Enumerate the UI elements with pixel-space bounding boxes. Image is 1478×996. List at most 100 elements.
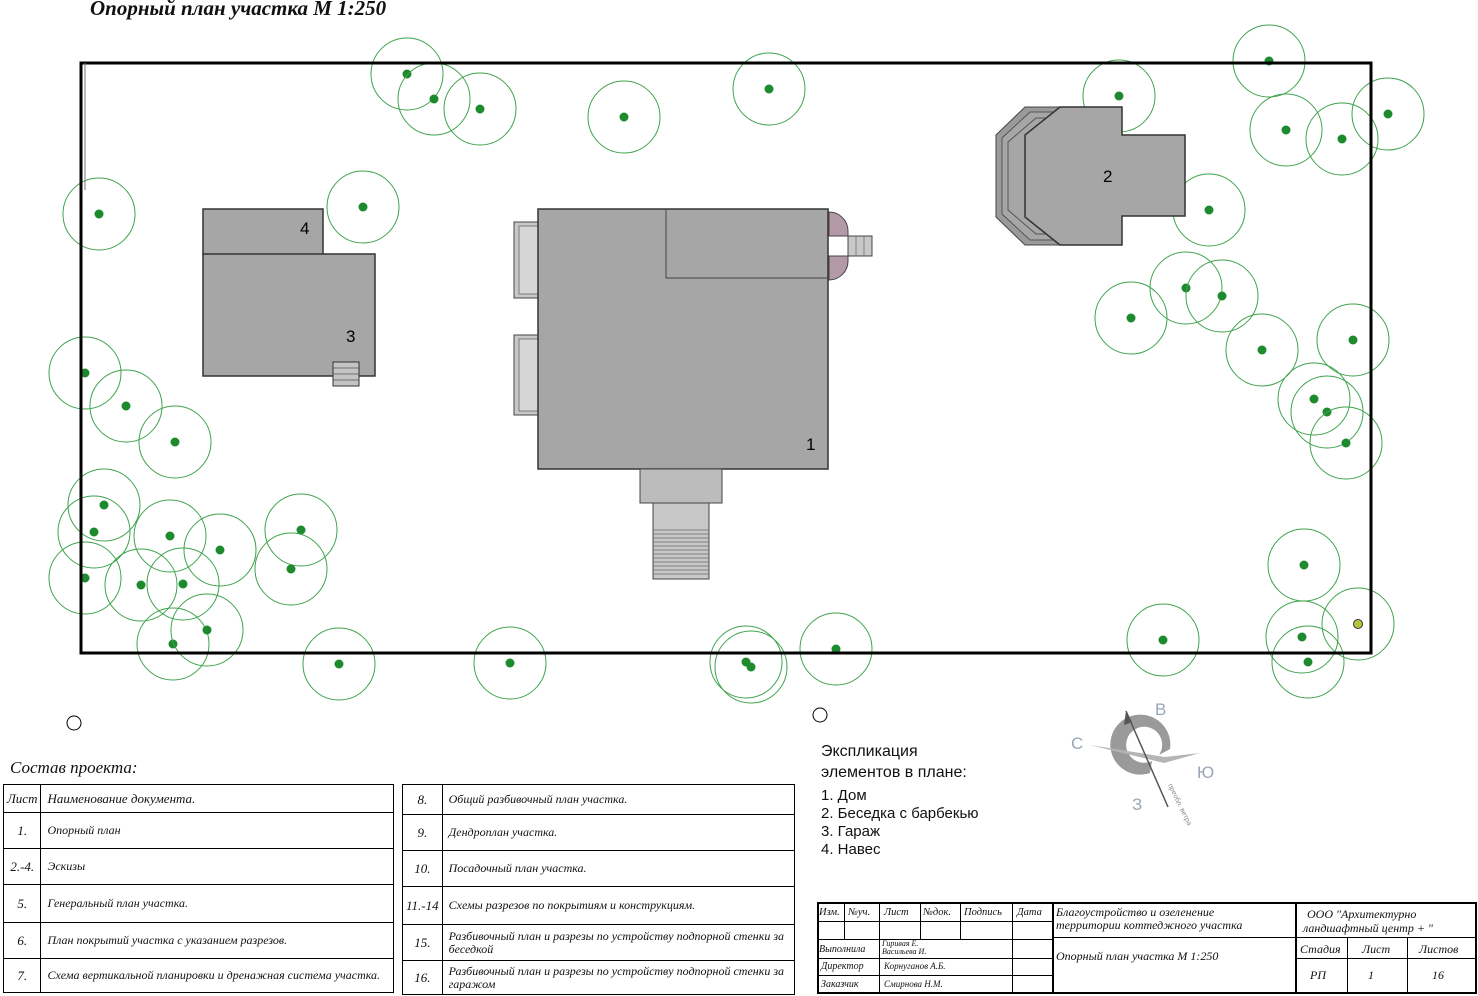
tree-crown (1232, 24, 1306, 98)
building-label-4: 4 (300, 219, 309, 238)
sheet-num: 11.-14 (402, 886, 443, 925)
sheet-name: Дендроплан участка. (441, 814, 796, 851)
stamp-head-podp: Подпись (964, 907, 1002, 918)
tree-trunk (170, 437, 180, 447)
tree-trunk (619, 112, 629, 122)
sheet-name: Разбивочный план и разрезы по устройству… (441, 960, 796, 995)
tree-crown (1290, 375, 1364, 449)
tree-crown (1309, 406, 1383, 480)
tree-crown (62, 177, 136, 251)
bay-window-1 (828, 211, 849, 237)
tree-crown (302, 627, 376, 701)
tree-trunk (89, 527, 99, 537)
tree-crown (1351, 77, 1425, 151)
tree-crown (1094, 281, 1168, 355)
survey-points (66, 707, 828, 731)
building-label-3: 3 (346, 327, 355, 346)
explication-item: 2. Беседка с барбекью (821, 805, 979, 822)
sheet-name: Посадочный план участка. (441, 850, 796, 887)
compass-rose: В С Ю З преобл. ветра (1071, 700, 1214, 827)
sheet-name: Разбивочный план и разрезы по устройству… (441, 924, 796, 961)
sheet-name: Схемы разрезов по покрытиям и конструкци… (441, 886, 796, 925)
tree-crown (714, 630, 788, 704)
tree-trunk (1299, 560, 1309, 570)
explication-title: Экспликация элементов в плане: (821, 743, 967, 781)
tree-trunk (165, 531, 175, 541)
tree-crown (709, 625, 783, 699)
tree-trunk (202, 625, 212, 635)
tree-crown (89, 369, 163, 443)
tree-crown (1277, 362, 1351, 436)
stamp-project: Благоустройство и озеленение (1056, 905, 1215, 919)
sheet-num: 8. (402, 784, 443, 815)
stamp-head-stadia: Стадия (1300, 942, 1341, 956)
stamp-sheet: 1 (1368, 968, 1374, 982)
tree-trunk (475, 104, 485, 114)
tree-crown (1149, 251, 1223, 325)
sheet-name: Общий разбивочный план участка. (441, 784, 796, 815)
tree-trunk (94, 209, 104, 219)
stamp-head-sheets: Листов (1419, 942, 1459, 956)
sheet-name: Генеральный план участка. (40, 884, 394, 923)
building-4-shed (202, 208, 324, 256)
tree-trunk (1281, 125, 1291, 135)
trees-layer (48, 24, 1425, 704)
tree-crown (1305, 102, 1379, 176)
stamp-project: территории коттеджного участка (1056, 918, 1243, 932)
tree-trunk (1303, 657, 1313, 667)
explication-item: 4. Навес (821, 841, 881, 858)
contents-table-right: 8.Общий разбивочный план участка. 9.Денд… (402, 784, 796, 995)
tree-trunk (358, 202, 368, 212)
building-label-2: 2 (1103, 167, 1112, 186)
tree-crown (104, 548, 178, 622)
stamp-org: ландшафтный центр + " (1303, 921, 1433, 935)
tree-trunk (80, 573, 90, 583)
tree-trunk (402, 69, 412, 79)
tree-crown (1321, 587, 1395, 661)
tree-crown (1265, 600, 1339, 674)
tree-trunk (831, 644, 841, 654)
tree-crown (1185, 259, 1259, 333)
sheet-num: 7. (2, 958, 42, 993)
stamp-head-nuch: №уч. (848, 907, 871, 918)
sheet-num: 9. (402, 814, 443, 851)
tree-crown (138, 405, 212, 479)
tree-trunk (286, 564, 296, 574)
tree-crown (264, 493, 338, 567)
title-block: Изм. №уч. Лист №док. Подпись Дата Выполн… (817, 902, 1477, 994)
tree-trunk (1383, 109, 1393, 119)
tree-crown (732, 52, 806, 126)
house-porch (639, 468, 723, 504)
tree-trunk (1204, 205, 1214, 215)
tree-trunk (1114, 91, 1124, 101)
stamp-stadia: РП (1310, 968, 1326, 982)
tree-crown (57, 495, 131, 569)
tree-crown (48, 336, 122, 410)
tree-trunk (80, 368, 90, 378)
tree-trunk (99, 500, 109, 510)
tree-trunk (764, 84, 774, 94)
tree-trunk (121, 401, 131, 411)
tree-trunk (1181, 283, 1191, 293)
stamp-person: Корнуганов А.Б. (884, 961, 946, 971)
stamp-sheets: 16 (1432, 968, 1444, 982)
tree-trunk (1337, 134, 1347, 144)
stamp-head-izm: Изм. (819, 907, 840, 918)
compass-label-s: З (1132, 795, 1142, 814)
tree-crown (1126, 603, 1200, 677)
sheet-num: 1. (2, 812, 42, 849)
tree-crown (326, 170, 400, 244)
tree-trunk (1297, 632, 1307, 642)
sheet-name: План покрытий участка с указанием разрез… (40, 922, 394, 959)
stamp-person: Васильева И. (882, 947, 927, 956)
tree-trunk (1158, 635, 1168, 645)
tree-trunk (1217, 291, 1227, 301)
sheet-name: Схема вертикальной планировки и дренажна… (40, 958, 394, 993)
compass-arc (1110, 714, 1171, 775)
sheet-num: 6. (2, 922, 42, 959)
tree-crown (133, 499, 207, 573)
sheet-num: 5. (2, 884, 42, 923)
sheet-num: 15. (402, 924, 443, 961)
tree-crown (473, 626, 547, 700)
